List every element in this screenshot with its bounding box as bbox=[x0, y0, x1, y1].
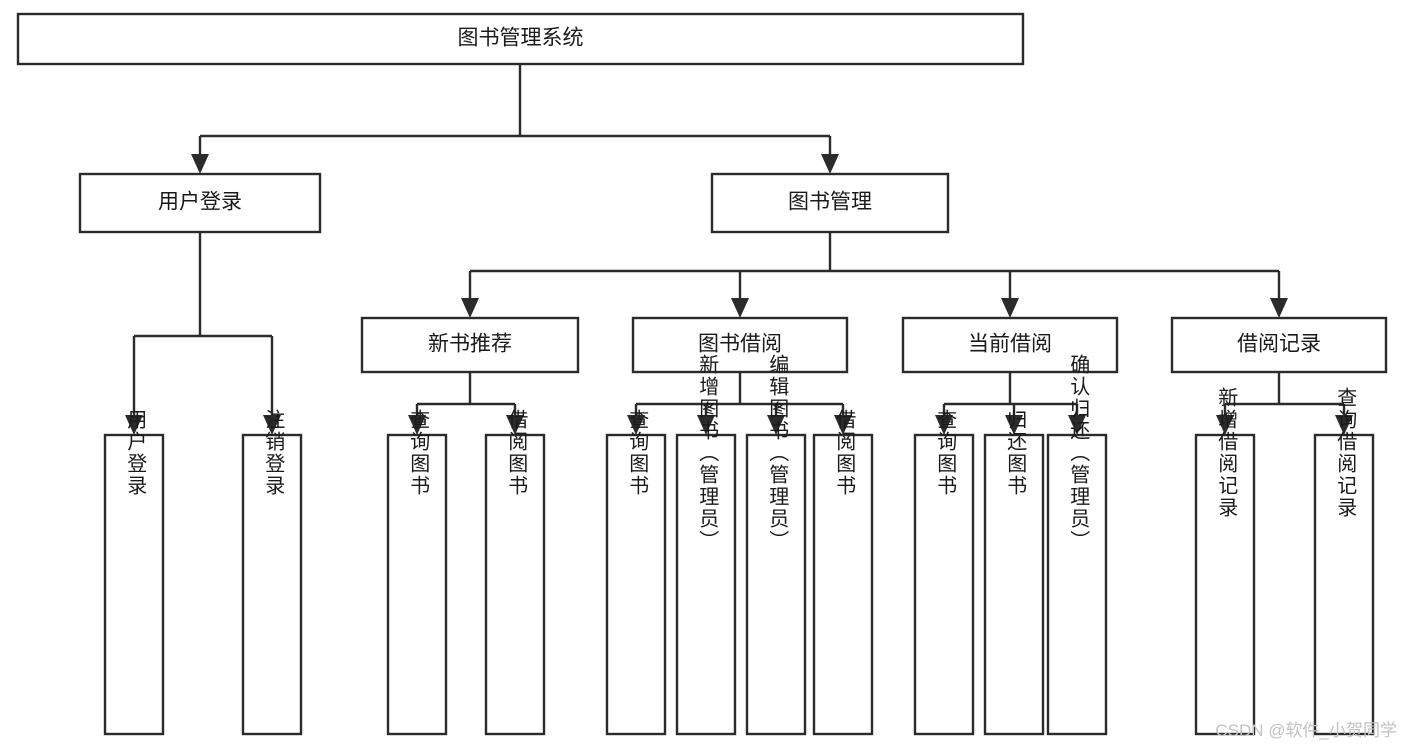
node-box-borrow-record bbox=[1170, 316, 1388, 374]
node-label-leaf-edit-book: 编辑图书（管理员） bbox=[766, 354, 789, 552]
arrow-head-icon bbox=[191, 154, 209, 174]
arrow-head-icon bbox=[263, 415, 281, 435]
node-label-leaf-borrow-book-2: 借阅图书 bbox=[833, 409, 856, 497]
node-new-book-rec[interactable]: 新书推荐 bbox=[360, 316, 580, 374]
arrow-head-icon bbox=[1001, 298, 1019, 318]
node-box-leaf-add-book bbox=[675, 433, 737, 736]
connector-row-root bbox=[191, 64, 839, 174]
node-root[interactable]: 图书管理系统 bbox=[16, 12, 1025, 66]
node-box-leaf-edit-book bbox=[745, 433, 807, 736]
node-leaf-user-login[interactable]: 用户登录 bbox=[103, 409, 165, 736]
node-leaf-query-book-3[interactable]: 查询图书 bbox=[913, 409, 975, 736]
node-box-user-login bbox=[78, 172, 322, 234]
connector-row-new-book-rec bbox=[408, 372, 524, 435]
node-leaf-add-book[interactable]: 新增图书（管理员） bbox=[675, 354, 737, 736]
node-box-leaf-borrow-book-2 bbox=[812, 433, 874, 736]
arrow-head-icon bbox=[767, 415, 785, 435]
arrow-head-icon bbox=[1068, 415, 1086, 435]
node-leaf-query-book-2[interactable]: 查询图书 bbox=[605, 409, 667, 736]
arrow-head-icon bbox=[461, 298, 479, 318]
arrow-head-icon bbox=[697, 415, 715, 435]
arrow-head-icon bbox=[821, 154, 839, 174]
arrow-head-icon bbox=[627, 415, 645, 435]
node-label-book-manage: 图书管理 bbox=[788, 191, 872, 214]
node-box-leaf-query-book-1 bbox=[386, 433, 448, 736]
node-label-leaf-add-record: 新增借阅记录 bbox=[1215, 387, 1238, 519]
node-box-leaf-confirm-return bbox=[1046, 433, 1108, 736]
node-label-root: 图书管理系统 bbox=[458, 27, 584, 50]
node-leaf-add-record[interactable]: 新增借阅记录 bbox=[1194, 387, 1256, 736]
node-box-book-manage bbox=[710, 172, 950, 234]
node-label-book-borrow: 图书借阅 bbox=[698, 333, 782, 356]
arrow-head-icon bbox=[1335, 415, 1353, 435]
arrow-head-icon bbox=[1270, 298, 1288, 318]
node-label-leaf-query-book-2: 查询图书 bbox=[626, 409, 649, 497]
node-leaf-confirm-return[interactable]: 确认归还（管理员） bbox=[1046, 354, 1108, 736]
node-box-leaf-user-logout bbox=[241, 433, 303, 736]
arrow-head-icon bbox=[506, 415, 524, 435]
node-box-leaf-query-record bbox=[1313, 433, 1375, 736]
node-label-borrow-record: 借阅记录 bbox=[1237, 333, 1321, 356]
connector-row-book-borrow bbox=[627, 372, 852, 435]
connector-row-current-borrow bbox=[935, 372, 1086, 435]
arrow-head-icon bbox=[834, 415, 852, 435]
arrow-head-icon bbox=[125, 415, 143, 435]
node-label-leaf-user-login: 用户登录 bbox=[124, 409, 147, 497]
connector-row-borrow-record bbox=[1216, 372, 1353, 435]
node-leaf-edit-book[interactable]: 编辑图书（管理员） bbox=[745, 354, 807, 736]
node-box-root bbox=[16, 12, 1025, 66]
node-current-borrow[interactable]: 当前借阅 bbox=[901, 316, 1119, 374]
node-label-leaf-add-book: 新增图书（管理员） bbox=[696, 354, 719, 552]
node-leaf-return-book[interactable]: 归还图书 bbox=[983, 409, 1045, 736]
node-box-leaf-query-book-2 bbox=[605, 433, 667, 736]
arrow-head-icon bbox=[1216, 415, 1234, 435]
node-layer: 图书管理系统用户登录图书管理新书推荐图书借阅当前借阅借阅记录用户登录注销登录查询… bbox=[16, 12, 1388, 736]
node-leaf-query-record[interactable]: 查询借阅记录 bbox=[1313, 387, 1375, 736]
node-label-new-book-rec: 新书推荐 bbox=[428, 333, 512, 356]
node-leaf-borrow-book-1[interactable]: 借阅图书 bbox=[484, 409, 546, 736]
arrow-head-icon bbox=[1005, 415, 1023, 435]
node-box-leaf-borrow-book-1 bbox=[484, 433, 546, 736]
node-label-current-borrow: 当前借阅 bbox=[968, 333, 1052, 356]
node-leaf-user-logout[interactable]: 注销登录 bbox=[241, 409, 303, 736]
node-box-leaf-return-book bbox=[983, 433, 1045, 736]
node-label-leaf-return-book: 归还图书 bbox=[1004, 409, 1027, 497]
connector-layer bbox=[125, 64, 1353, 435]
node-box-leaf-user-login bbox=[103, 433, 165, 736]
node-box-leaf-query-book-3 bbox=[913, 433, 975, 736]
node-book-borrow[interactable]: 图书借阅 bbox=[631, 316, 849, 374]
node-box-current-borrow bbox=[901, 316, 1119, 374]
node-leaf-query-book-1[interactable]: 查询图书 bbox=[386, 409, 448, 736]
node-book-manage[interactable]: 图书管理 bbox=[710, 172, 950, 234]
node-label-leaf-query-record: 查询借阅记录 bbox=[1334, 387, 1357, 519]
node-box-book-borrow bbox=[631, 316, 849, 374]
node-leaf-borrow-book-2[interactable]: 借阅图书 bbox=[812, 409, 874, 736]
connector-row-user-login bbox=[125, 232, 281, 435]
node-label-leaf-query-book-1: 查询图书 bbox=[407, 409, 430, 497]
arrow-head-icon bbox=[731, 298, 749, 318]
node-label-leaf-query-book-3: 查询图书 bbox=[934, 409, 957, 497]
node-label-leaf-confirm-return: 确认归还（管理员） bbox=[1067, 354, 1090, 552]
node-label-leaf-borrow-book-1: 借阅图书 bbox=[505, 409, 528, 497]
arrow-head-icon bbox=[408, 415, 426, 435]
node-borrow-record[interactable]: 借阅记录 bbox=[1170, 316, 1388, 374]
connector-row-book-manage bbox=[461, 232, 1288, 318]
arrow-head-icon bbox=[935, 415, 953, 435]
csdn-watermark: CSDN @软件_小贺同学 bbox=[1215, 721, 1397, 740]
node-label-leaf-user-logout: 注销登录 bbox=[262, 409, 285, 497]
node-user-login[interactable]: 用户登录 bbox=[78, 172, 322, 234]
node-label-user-login: 用户登录 bbox=[158, 191, 242, 214]
node-box-new-book-rec bbox=[360, 316, 580, 374]
node-box-leaf-add-record bbox=[1194, 433, 1256, 736]
